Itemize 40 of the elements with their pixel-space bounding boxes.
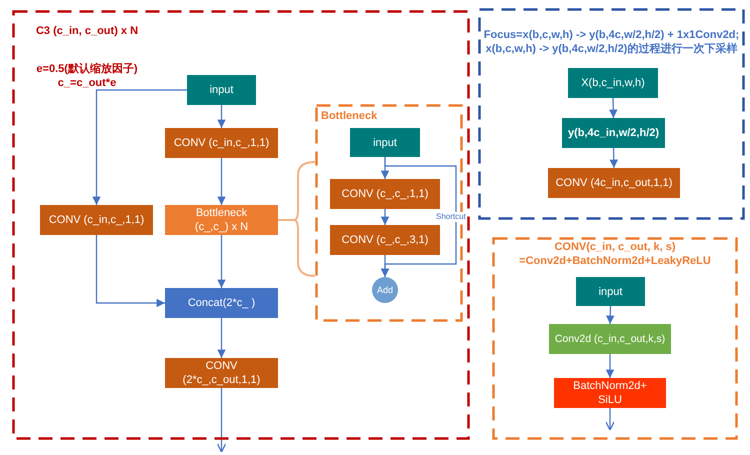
edge-label: Shortcut	[436, 212, 466, 222]
process-box: X(b,c_in,w,h)	[568, 68, 658, 98]
process-box: CONV (c_,c_,3,1)	[330, 225, 440, 255]
dashed-panel	[492, 237, 738, 440]
arrow	[606, 354, 614, 378]
process-box: CONV (2*c_,c_out,1,1)	[165, 358, 278, 388]
process-box: input	[350, 128, 420, 157]
process-box: BatchNorm2d+ SiLU	[554, 378, 666, 408]
process-box: CONV (c_in,c_,1,1)	[165, 128, 278, 158]
arrow	[380, 157, 457, 277]
process-box: CONV (4c_in,c_out,1,1)	[548, 168, 680, 198]
process-box: Bottleneck (c_,c_) x N	[165, 205, 278, 235]
panel-title: C3 (c_in, c_out) x N	[34, 24, 140, 38]
curly-brace	[277, 161, 316, 277]
arrow	[92, 89, 187, 205]
process-box: y(b,4c_in,w/2,h/2)	[562, 118, 665, 148]
arrow	[96, 235, 165, 308]
arrow	[610, 148, 618, 168]
arrow	[216, 388, 226, 453]
arrow	[217, 158, 226, 205]
panel-title: Bottleneck	[321, 109, 378, 123]
dashed-panel	[12, 10, 470, 440]
process-box: input	[187, 75, 256, 105]
process-box: Concat(2*c_ )	[165, 288, 278, 318]
arrow	[217, 105, 226, 128]
arrow	[217, 318, 226, 358]
add-circle: Add	[372, 277, 398, 303]
arrow	[606, 306, 614, 324]
dashed-panel	[478, 8, 745, 220]
panel-title: Focus=x(b,c,w,h) -> y(b,4c,w/2,h/2) + 1x1Conv2d; x(b,c,w,h) -> y(b,4c,w/2,h/2)的过程进行一次下采样	[482, 28, 740, 56]
note-text: e=0.5(默认缩放因子) c_=c_out*e	[35, 62, 139, 90]
process-box: CONV (c_,c_,1,1)	[330, 179, 440, 209]
arrow	[380, 209, 390, 225]
panel-title: CONV(c_in, c_out, k, s) =Conv2d+BatchNorm2d+LeakyReLU	[518, 240, 712, 268]
process-box: CONV (c_in,c_,1,1)	[40, 205, 153, 235]
arrow	[609, 98, 618, 118]
process-box: input	[576, 277, 645, 306]
arrow	[217, 235, 226, 288]
process-box: Conv2d (c_in,c_out,k,s)	[549, 324, 671, 354]
arrow	[605, 408, 615, 431]
